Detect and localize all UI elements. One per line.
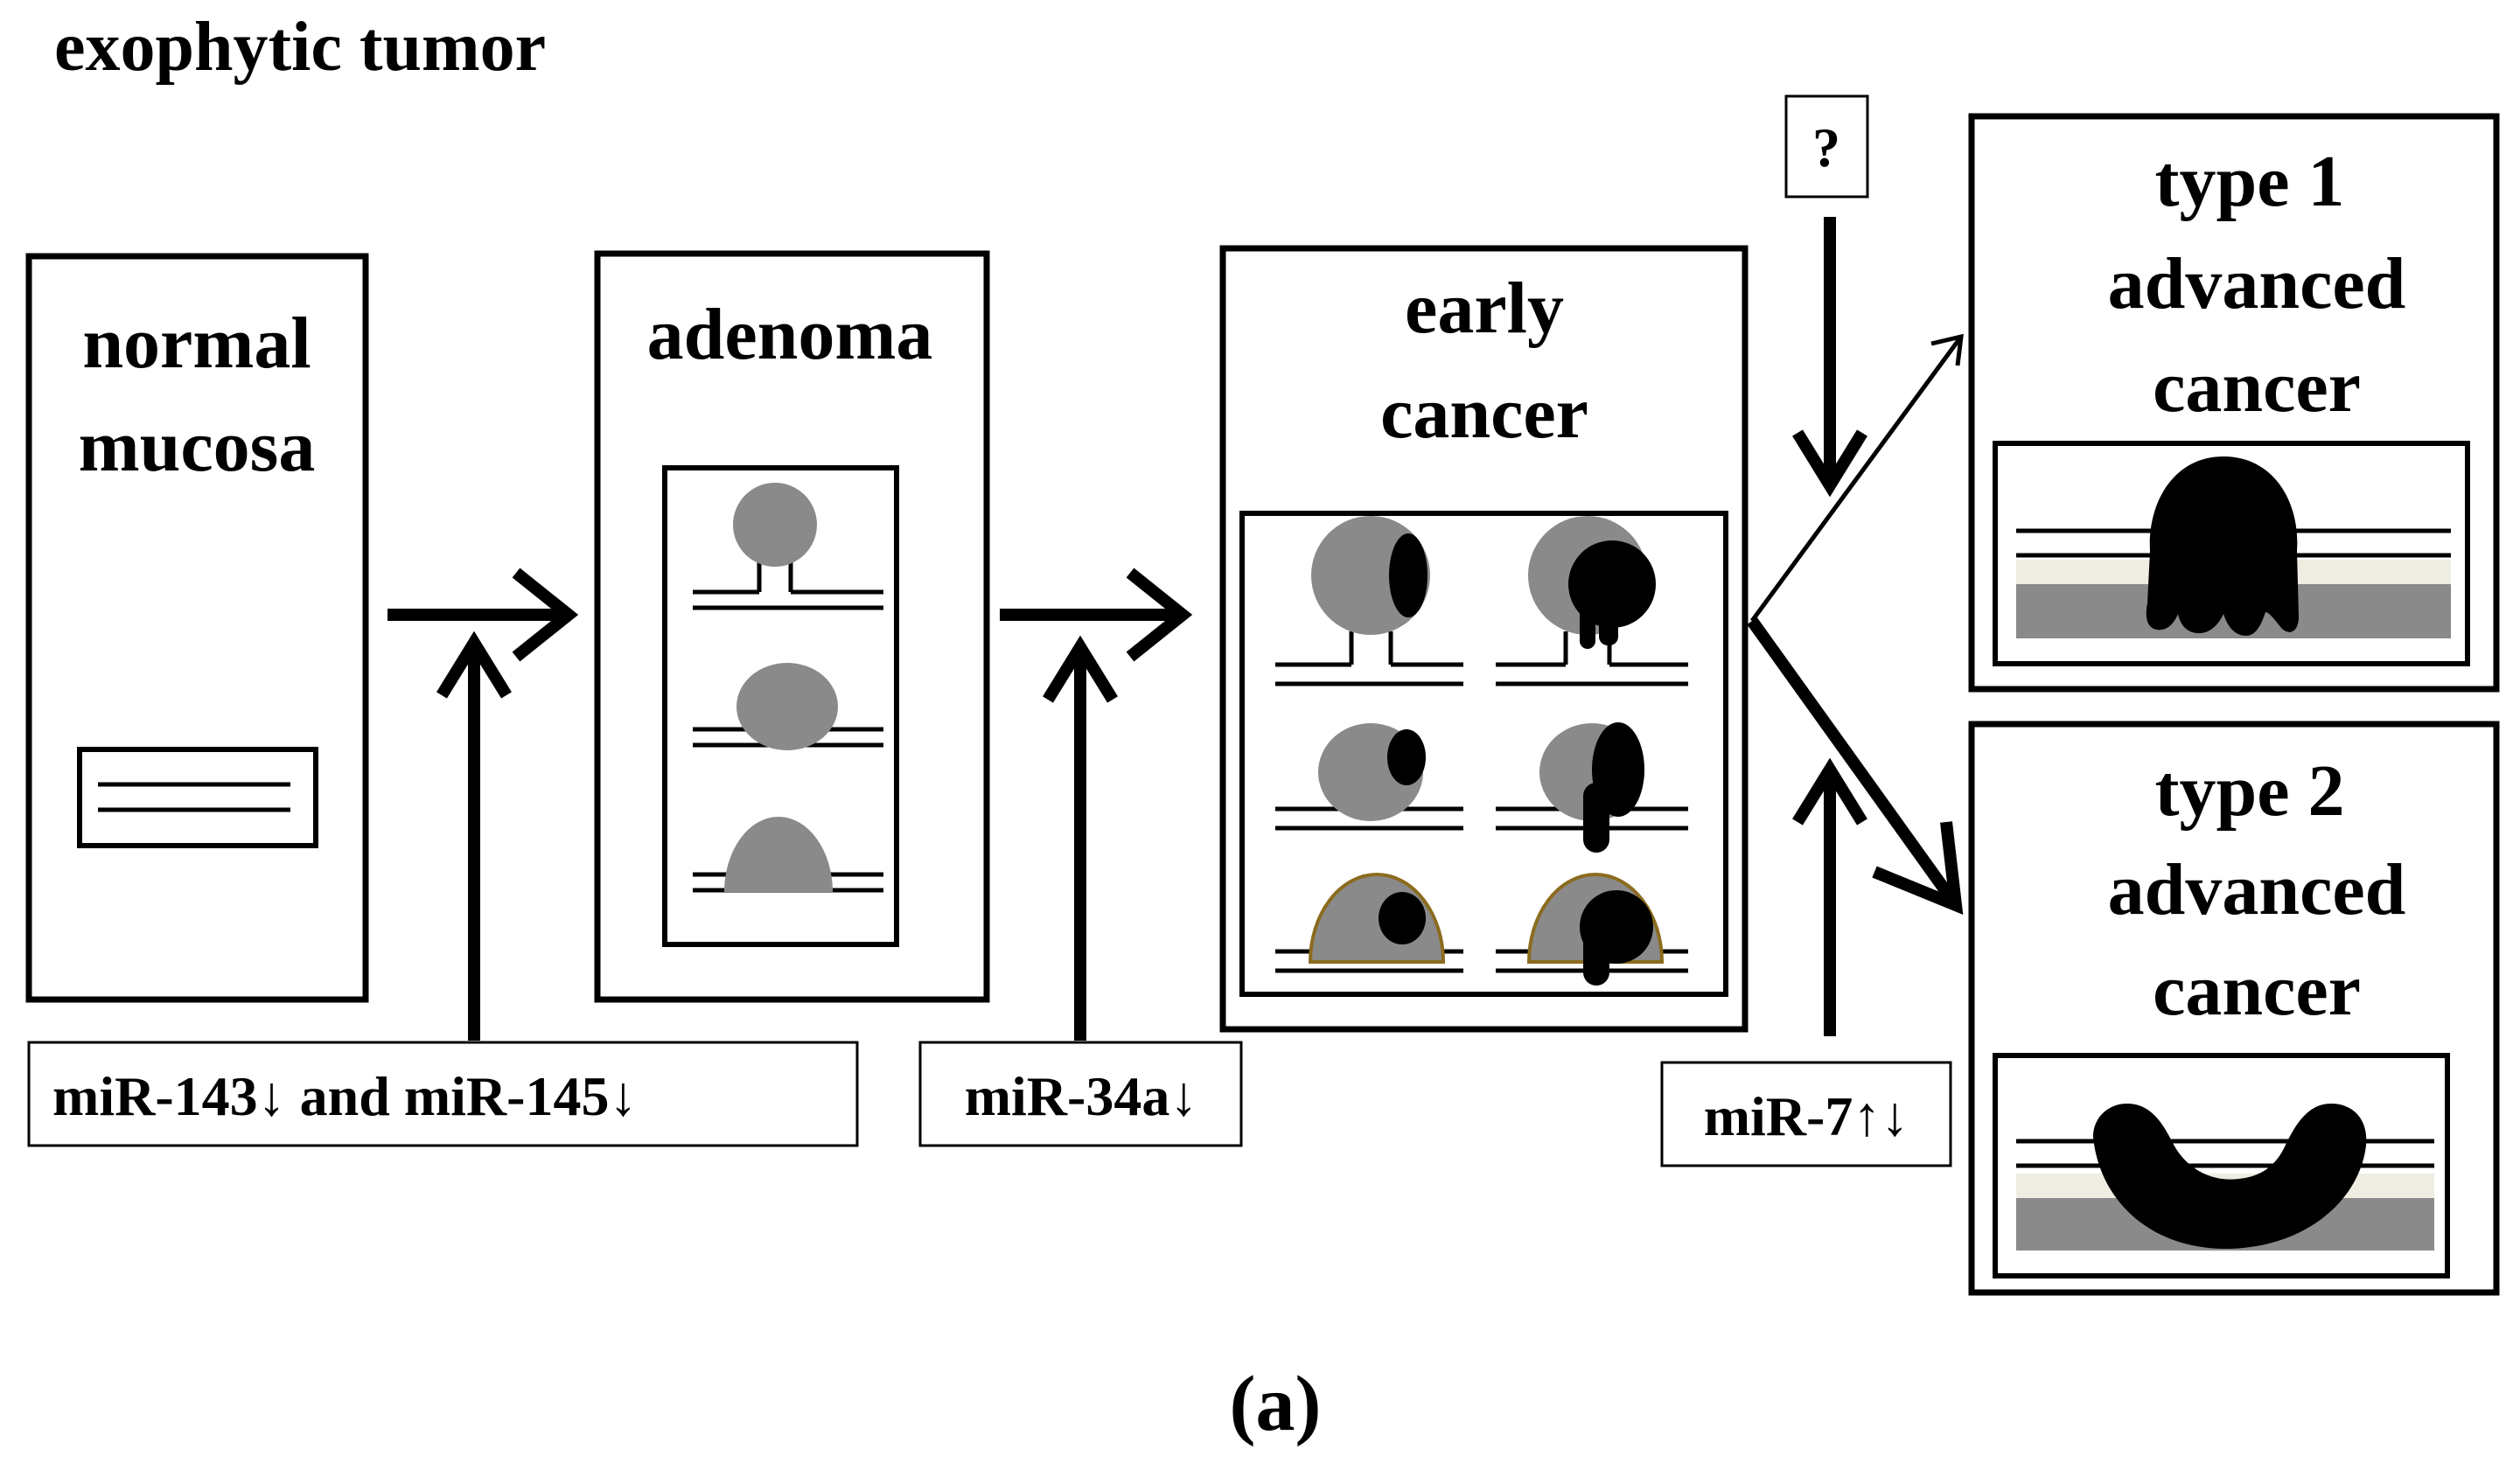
- arrow-adenoma-to-early: [1000, 568, 1193, 662]
- mir143-mir145-label-box: miR-143↓ and miR-145↓: [27, 1041, 859, 1147]
- stage-early-cancer: early cancer: [1219, 245, 1749, 1033]
- type1-title-line3: cancer: [2153, 346, 2361, 428]
- mir7-label-box: miR-7↑↓: [1660, 1061, 1952, 1167]
- early-sessile-focal-cancer: [1275, 723, 1463, 831]
- unknown-factor-box: ?: [1784, 94, 1869, 199]
- type1-protruding-tumor: [2016, 456, 2451, 638]
- diagram-heading: exophytic tumor: [54, 9, 546, 86]
- stage-type2-advanced-cancer: type 2 advanced cancer: [1968, 721, 2500, 1296]
- mir34a-label: miR-34a↓: [965, 1065, 1198, 1127]
- early-pedunculated-invasive-cancer: [1496, 516, 1688, 686]
- arrow-mir143-145-up: [436, 630, 512, 1041]
- early-sessile-invasive-cancer: [1496, 722, 1688, 853]
- type2-title-line1: type 2: [2155, 750, 2345, 832]
- type1-title-line2: advanced: [2108, 243, 2406, 324]
- arrow-normal-to-adenoma: [387, 568, 579, 662]
- unknown-factor-label: ?: [1812, 116, 1840, 178]
- early-pedunculated-focal-cancer: [1275, 516, 1463, 686]
- arrow-mir7-up: [1792, 757, 1867, 1036]
- normal-mucosa-schematic: [77, 747, 318, 848]
- normal-title-line2: mucosa: [79, 406, 316, 487]
- arrow-early-to-type2: [1747, 617, 1964, 915]
- type2-title-line3: cancer: [2153, 950, 2361, 1031]
- adenoma-flat-polyp: [693, 817, 883, 893]
- stage-adenoma: adenoma: [594, 250, 990, 1003]
- early-flat-invasive-cancer: [1496, 873, 1688, 986]
- adenoma-pedunculated-polyp: [693, 483, 883, 610]
- early-flat-focal-cancer: [1275, 873, 1463, 973]
- normal-title-line1: normal: [82, 303, 311, 384]
- arrow-mir34a-up: [1043, 635, 1118, 1041]
- mir143-mir145-label: miR-143↓ and miR-145↓: [52, 1065, 637, 1127]
- stage-type1-advanced-cancer: type 1 advanced cancer: [1968, 113, 2500, 693]
- early-title-line1: early: [1405, 268, 1564, 349]
- type2-title-line2: advanced: [2108, 849, 2406, 930]
- mir7-label: miR-7↑↓: [1704, 1085, 1909, 1147]
- adenoma-title: adenoma: [647, 294, 933, 375]
- adenoma-sessile-polyp: [693, 663, 883, 750]
- arrow-early-to-type1: [1749, 333, 1964, 623]
- panel-caption: (a): [1230, 1361, 1322, 1447]
- early-title-line2: cancer: [1380, 373, 1588, 454]
- stage-normal-mucosa: normal mucosa: [25, 253, 369, 1003]
- arrow-unknown-down: [1792, 217, 1867, 498]
- type1-title-line1: type 1: [2155, 141, 2345, 222]
- type2-ulcerated-tumor: [2016, 1104, 2434, 1251]
- mir34a-label-box: miR-34a↓: [918, 1041, 1243, 1147]
